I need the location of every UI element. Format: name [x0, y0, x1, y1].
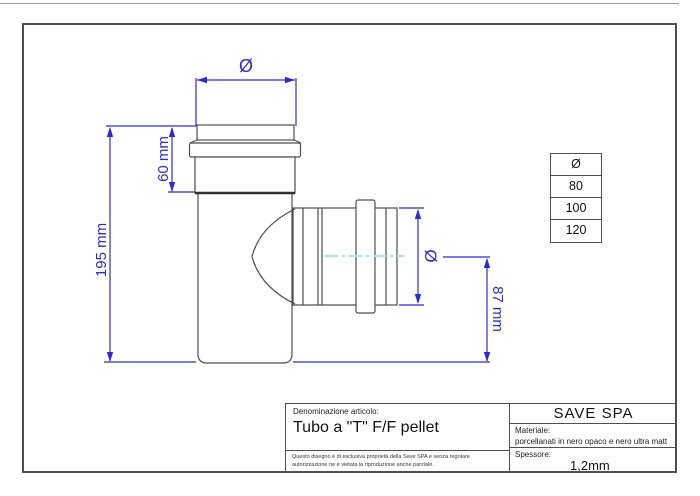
top-diameter-label: Ø: [239, 56, 253, 76]
dimension-labels: Ø 195 mm 60 mm Ø 87 mm: [93, 56, 506, 332]
branch-offset-label: 87 mm: [489, 286, 506, 332]
article-name: Tubo a "T" F/F pellet: [293, 419, 439, 436]
branch-cone: [251, 208, 296, 305]
branch-diameter-label: Ø: [421, 249, 440, 262]
size-table-cell: 120: [551, 220, 601, 242]
title-block-left: Denominazione articolo: Tubo a "T" F/F p…: [286, 404, 509, 473]
main-body: [197, 192, 293, 364]
size-table-cell: 100: [551, 198, 601, 220]
denomination-label: Denominazione articolo:: [293, 407, 379, 416]
size-table-cell: 80: [551, 176, 601, 198]
diameter-size-table: Ø 80 100 120: [550, 153, 602, 243]
total-height-dimension: [104, 125, 196, 363]
branch-joint-lines: [302, 208, 387, 305]
total-height-label: 195 mm: [93, 223, 110, 277]
top-diameter-dimension: [195, 78, 297, 126]
sheet-top-edge-line: [0, 3, 679, 4]
material-value: porcellanati in nero opaco e nero ultra …: [515, 437, 668, 447]
dimension-lines: [104, 78, 490, 363]
size-table-header: Ø: [551, 154, 601, 176]
company-name: SAVE SPA: [553, 405, 634, 423]
socket-depth-dimension: [168, 128, 195, 193]
denomination-cell: Denominazione articolo: Tubo a "T" F/F p…: [286, 404, 509, 450]
branch-diameter-dimension: [399, 207, 424, 306]
socket-depth-label: 60 mm: [155, 136, 172, 182]
pipe-outline: [188, 124, 398, 364]
thickness-value: 1,2mm: [570, 458, 610, 474]
branch-offset-dimension: [293, 256, 490, 363]
title-block-right: SAVE SPA Materiale: porcellanati in nero…: [509, 404, 677, 473]
material-cell: Materiale: porcellanati in nero opaco e …: [510, 423, 677, 447]
dimension-arrowheads: [106, 76, 491, 362]
top-collar-ring: [188, 142, 302, 158]
top-socket-body: [194, 156, 296, 194]
copyright-disclaimer: Questo disegno è di esclusiva proprietà …: [286, 450, 509, 473]
thickness-label: Spessore:: [515, 450, 552, 460]
material-label: Materiale:: [515, 426, 551, 436]
top-socket-mouth: [196, 124, 295, 141]
title-block: Denominazione articolo: Tubo a "T" F/F p…: [285, 403, 677, 473]
thickness-cell: Spessore: 1,2mm: [510, 447, 677, 473]
